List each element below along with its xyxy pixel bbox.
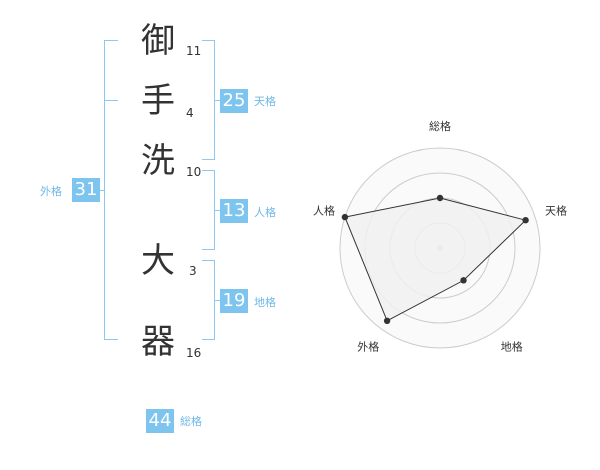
name-char-3: 洗	[141, 141, 175, 181]
stroke-count-3: 10	[186, 165, 202, 179]
radar-point-3	[460, 277, 467, 284]
chikaku-bracket	[202, 260, 215, 340]
jinkaku-connector	[215, 210, 221, 211]
name-char-5: 器	[141, 322, 175, 362]
tenkaku-bracket	[202, 40, 215, 160]
gaikaku-bracket	[104, 40, 118, 340]
soukaku-label: 総格	[180, 415, 202, 428]
radar-axis-label-4: 外格	[357, 340, 379, 354]
radar-point-4	[383, 317, 391, 325]
gaikaku-bracket-tick	[104, 100, 118, 101]
stroke-count-5: 16	[186, 346, 202, 360]
tenkaku-label: 天格	[254, 95, 276, 108]
radar-point-1	[436, 194, 444, 202]
jinkaku-value: 13	[220, 199, 248, 223]
chikaku-label: 地格	[254, 296, 276, 309]
radar-value-polygon	[344, 197, 527, 322]
stroke-count-1: 11	[186, 44, 202, 58]
chikaku-value: 19	[220, 289, 248, 313]
jinkaku-label: 人格	[254, 206, 276, 219]
stroke-count-4: 3	[189, 264, 197, 278]
jinkaku-bracket	[202, 170, 215, 250]
tenkaku-value: 25	[220, 89, 248, 113]
soukaku-value: 44	[146, 409, 174, 433]
gaikaku-value: 31	[72, 178, 100, 202]
stroke-count-2: 4	[186, 106, 194, 120]
radar-axis-label-5: 人格	[313, 203, 335, 217]
gaikaku-label: 外格	[40, 185, 62, 198]
radar-axis-label-1: 総格	[429, 119, 451, 133]
chikaku-connector	[215, 300, 221, 301]
radar-axis-label-3: 地格	[501, 340, 523, 354]
radar-axis-label-2: 天格	[545, 203, 567, 217]
name-char-1: 御	[141, 21, 175, 61]
radar-point-5	[341, 213, 349, 221]
radar-point-2	[522, 216, 529, 224]
tenkaku-connector	[215, 100, 221, 101]
name-char-2: 手	[141, 81, 175, 121]
name-char-4: 大	[141, 241, 175, 281]
